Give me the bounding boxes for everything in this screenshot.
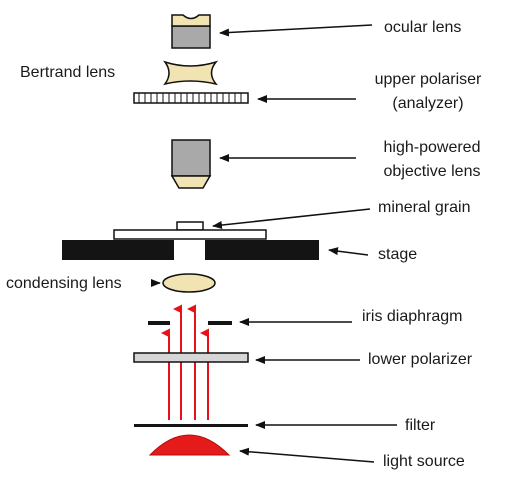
mineral-grain <box>176 221 204 231</box>
label-light-source: light source <box>383 453 465 470</box>
objective-lens <box>170 139 212 189</box>
label-filter: filter <box>405 417 436 434</box>
condensing-lens <box>162 273 216 293</box>
label-mineral-grain: mineral grain <box>378 199 470 216</box>
light-source <box>148 434 231 456</box>
upper-polariser <box>133 92 249 104</box>
ocular-lens <box>171 14 211 49</box>
leader-arrows <box>151 24 397 463</box>
arrow-ocular-lens <box>219 24 373 37</box>
filter <box>134 424 248 427</box>
label-stage: stage <box>378 246 417 263</box>
label-ocular-lens: ocular lens <box>384 19 461 36</box>
label-upper-polariser: upper polariser <box>375 71 482 88</box>
arrow-light-source <box>239 447 375 463</box>
label-iris-diaphragm: iris diaphragm <box>362 308 462 325</box>
light-rays <box>161 304 209 420</box>
label-bertrand-lens: Bertrand lens <box>20 64 115 81</box>
glass-slide <box>113 229 267 240</box>
iris-diaphragm <box>148 321 232 325</box>
arrow-mineral-grain <box>212 208 371 230</box>
bertrand-lens <box>163 60 219 86</box>
label-objective-lens: high-powered <box>384 139 481 156</box>
label-condensing-lens: condensing lens <box>6 275 122 292</box>
arrow-stage <box>328 247 369 256</box>
label-upper-polariser-sub: (analyzer) <box>392 95 463 112</box>
lower-polarizer <box>133 352 249 363</box>
label-lower-polarizer: lower polarizer <box>368 351 473 368</box>
label-objective-lens-sub: objective lens <box>384 163 481 180</box>
stage <box>62 240 319 260</box>
